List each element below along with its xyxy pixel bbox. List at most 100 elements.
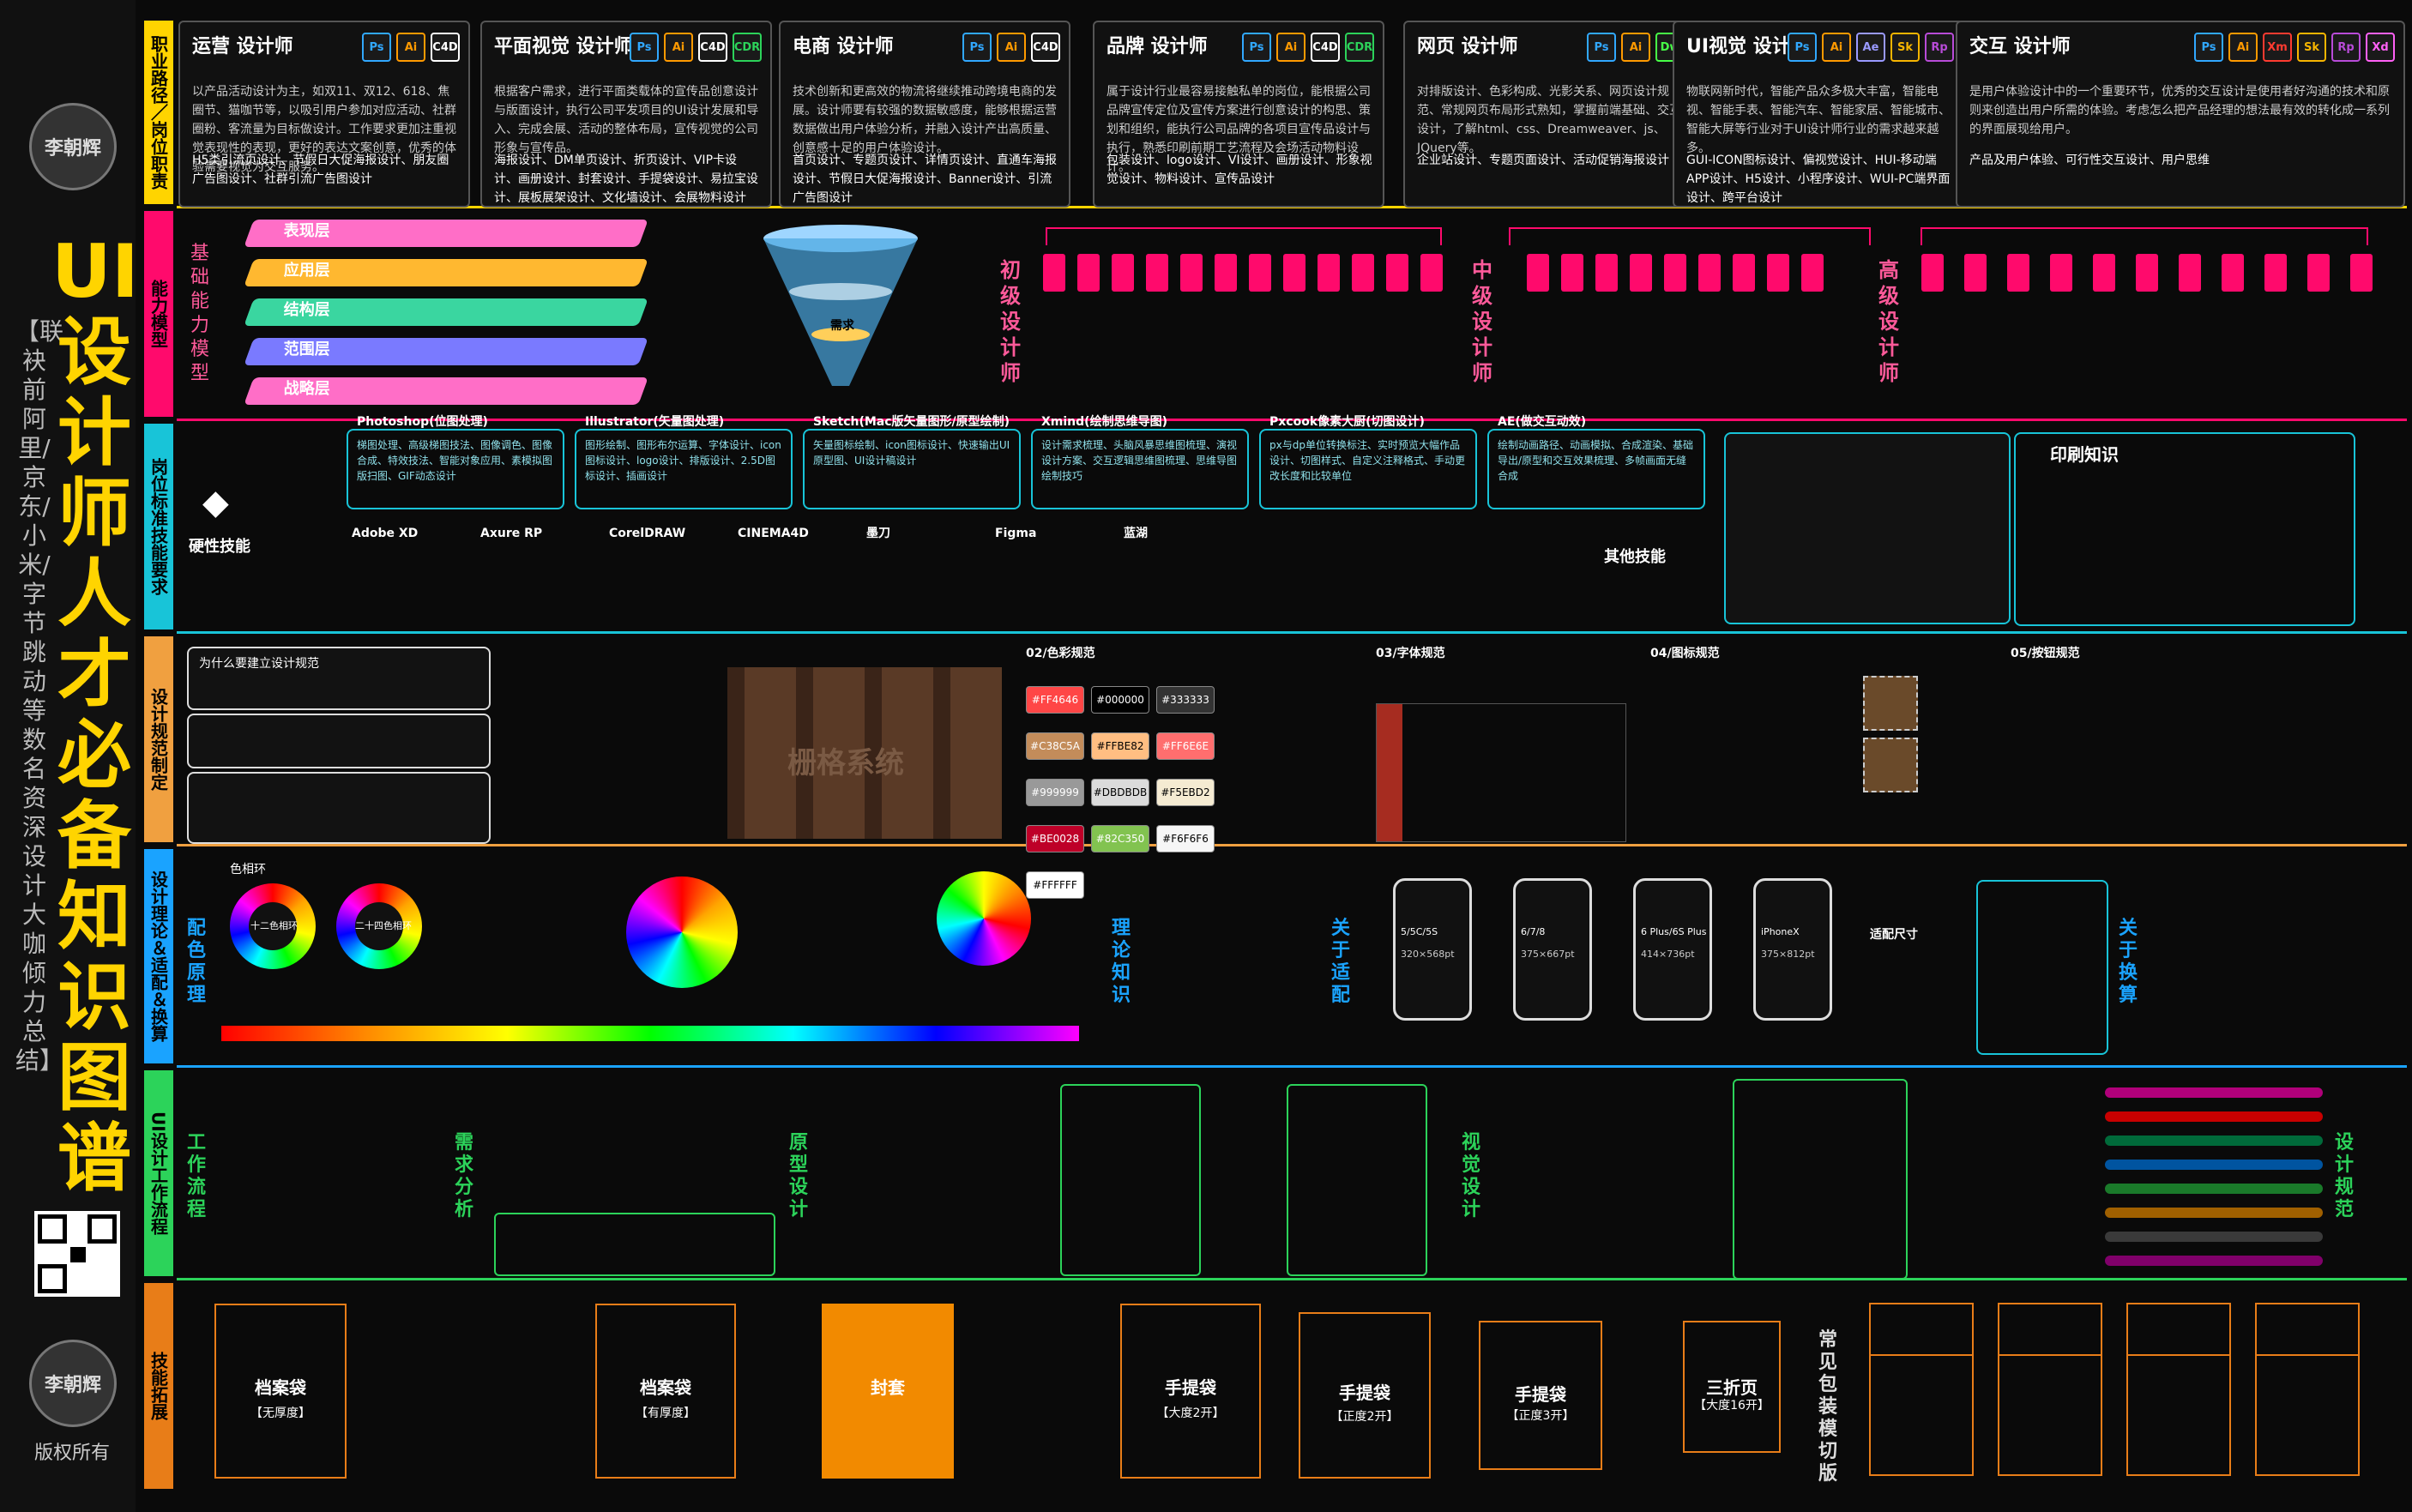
ability-layer-band: 表现层 [244, 220, 648, 247]
phone-model: iPhoneX [1761, 926, 1800, 937]
phone-size: 414×736pt [1641, 949, 1695, 960]
author-stamp-bottom: 李朝辉 [29, 1340, 117, 1427]
tool-card-5[interactable]: AE(做交互动效)绘制动画路径、动画模拟、合成渲染、基础导出/原型和交互效果梳理… [1487, 415, 1705, 509]
color-swatch: #FF4646 [1026, 686, 1084, 714]
tool-desc: 矢量图标绘制、icon图标设计、快速输出UI原型图、UI设计稿设计 [813, 439, 1010, 467]
job-duties: GUI-ICON图标设计、偏视觉设计、HUI-移动端APP设计、H5设计、小程序… [1686, 154, 1951, 205]
tool-name: AE(做交互动效) [1498, 415, 1587, 429]
hard-skills-label: 硬性技能 [189, 538, 250, 556]
job-description: 对排版设计、色彩构成、光影关系、网页设计规范、常规网页布局形式熟知，掌握前端基础… [1417, 85, 1681, 155]
row-divider-ability [177, 419, 2407, 421]
packaging-spec: 【有厚度】 [636, 1407, 696, 1420]
job-title: 平面视觉 设计师 [494, 36, 633, 57]
app-icon-ai: Ai [2228, 33, 2258, 62]
phone-model: 5/5C/5S [1401, 926, 1438, 937]
tool-desc: 设计需求梳理、头脑风暴思维图梳理、演视设计方案、交互逻辑思维图梳理、思维导图绘制… [1041, 439, 1238, 482]
diamond-icon: ◆ [202, 483, 229, 522]
phone-size: 320×568pt [1401, 949, 1455, 960]
app-icon-c4d: C4D [431, 33, 460, 62]
other-tool-2: CorelDRAW [609, 527, 686, 540]
tool-card-0[interactable]: Photoshop(位图处理) 梯图处理、高级梯图技法、图像调色、图像合成、特效技… [347, 415, 564, 509]
diecut-patterns [1869, 1303, 2360, 1476]
career-node [1146, 254, 1168, 292]
packaging-spec: 【大度2开】 [1156, 1407, 1225, 1420]
packaging-spec: 【正度2开】 [1330, 1410, 1399, 1425]
twentyfour-hue-label: 二十四色相环 [355, 920, 412, 931]
color-wheel-label: 色相环 [230, 863, 266, 876]
app-icon-xd: Xd [2366, 33, 2395, 62]
career-node [1595, 254, 1618, 292]
color-swatch: #BE0028 [1026, 825, 1084, 852]
ability-layer-label: 范围层 [283, 340, 330, 358]
phone-model: 6/7/8 [1521, 926, 1546, 937]
other-tool-0: Adobe XD [352, 527, 419, 540]
packaging-name: 档案袋 [640, 1377, 691, 1398]
work-flow-label: 工作流程 [187, 1132, 207, 1220]
tool-card-1[interactable]: Illustrator(矢量图处理)图形绘制、图形布尔运算、字体设计、icon图… [575, 415, 793, 509]
other-tool-5: Figma [995, 527, 1037, 540]
packaging-name: 手提袋 [1165, 1377, 1216, 1398]
color-swatch: #000000 [1091, 686, 1149, 714]
spec-tag [2105, 1232, 2323, 1242]
tool-card-3[interactable]: Xmind(绘制思维导图) 设计需求梳理、头脑风暴思维图梳理、演视设计方案、交互逻… [1031, 415, 1249, 509]
tool-card-2[interactable]: Sketch(Mac版矢量图形/原型绘制)矢量图标绘制、icon图标设计、快速输… [803, 415, 1021, 509]
level-tree-lines [1046, 227, 2368, 245]
spectrum-bar [221, 1026, 1079, 1041]
tool-name: Photoshop(位图处理) [357, 415, 488, 429]
app-icon-rp: Rp [2331, 33, 2361, 62]
spec-tag [2105, 1111, 2323, 1122]
tool-name: Illustrator(矢量图处理) [585, 415, 725, 429]
copyright-text: 版权所有 [34, 1443, 111, 1464]
job-description: 技术创新和更高效的物流将继续推动跨境电商的发展。设计师要有较强的数据敏感度，能够… [793, 85, 1057, 155]
qr-code[interactable] [34, 1211, 120, 1297]
why-spec-title: 为什么要建立设计规范 [199, 657, 319, 671]
spec-tag [2105, 1160, 2323, 1170]
phone-size: 375×812pt [1761, 949, 1815, 960]
app-icon-ps: Ps [1242, 33, 1271, 62]
color-swatch: #82C350 [1091, 825, 1149, 852]
color-swatch: #FFFFFF [1026, 871, 1084, 899]
career-node [2307, 254, 2330, 292]
career-node [1527, 254, 1549, 292]
tool-name: Xmind(绘制思维导图) [1041, 415, 1167, 429]
proto-checklist [1060, 1084, 1201, 1276]
job-description: 是用户体验设计中的一个重要环节，优秀的交互设计是使用者好沟通的技术和原则来创造出… [1969, 85, 2390, 136]
poster-subtitle: 【联袂前阿里/京东/小米/字节跳动等数名资深设计大咖倾力总结】 [15, 317, 64, 1075]
ability-layer-band: 应用层 [244, 259, 648, 286]
ability-model-title: 基础能力模型 [190, 243, 210, 384]
tool-desc: 梯图处理、高级梯图技法、图像调色、图像合成、特效技法、智能对象应用、素模拟图版扫… [357, 439, 553, 482]
tool-card-4[interactable]: Pxcook像素大厨(切图设计)px与dp单位转换标注、实时预览大幅作品设计、切… [1259, 415, 1477, 509]
job-duties: 企业站设计、专题页面设计、活动促销海报设计 [1417, 154, 1669, 167]
phone-mockup-3: iPhoneX 375×812pt [1753, 878, 1832, 1021]
spec-tag [2105, 1184, 2323, 1194]
job-title: 品牌 设计师 [1107, 36, 1208, 57]
career-node [1112, 254, 1134, 292]
row-divider-spec [177, 844, 2407, 846]
app-icon-sk: Sk [1890, 33, 1920, 62]
packaging-template-0: 档案袋【无厚度】 [214, 1304, 347, 1479]
ability-layer-label: 结构层 [283, 301, 330, 319]
adapt-label: 关于适配 [1331, 918, 1351, 1006]
author-stamp-top: 李朝辉 [29, 103, 117, 190]
career-node [1561, 254, 1583, 292]
app-icon-ai: Ai [1621, 33, 1650, 62]
packaging-name: 档案袋 [255, 1377, 306, 1398]
packaging-template-2: 封套 [822, 1304, 954, 1479]
funnel-label: 需求 [830, 319, 854, 333]
color-swatch: #FFBE82 [1091, 732, 1149, 760]
career-node [1921, 254, 1944, 292]
icon-grid-sample [1863, 676, 1918, 731]
icon-spec-title: 04/图标规范 [1650, 647, 1720, 660]
time-management-card [1724, 432, 2011, 624]
career-node [1043, 254, 1065, 292]
row-label-flow: UI设计工作流程 [144, 1070, 173, 1276]
left-sidebar: 李朝辉 【联袂前阿里/京东/小米/字节跳动等数名资深设计大咖倾力总结】 UI设计… [0, 0, 139, 1512]
